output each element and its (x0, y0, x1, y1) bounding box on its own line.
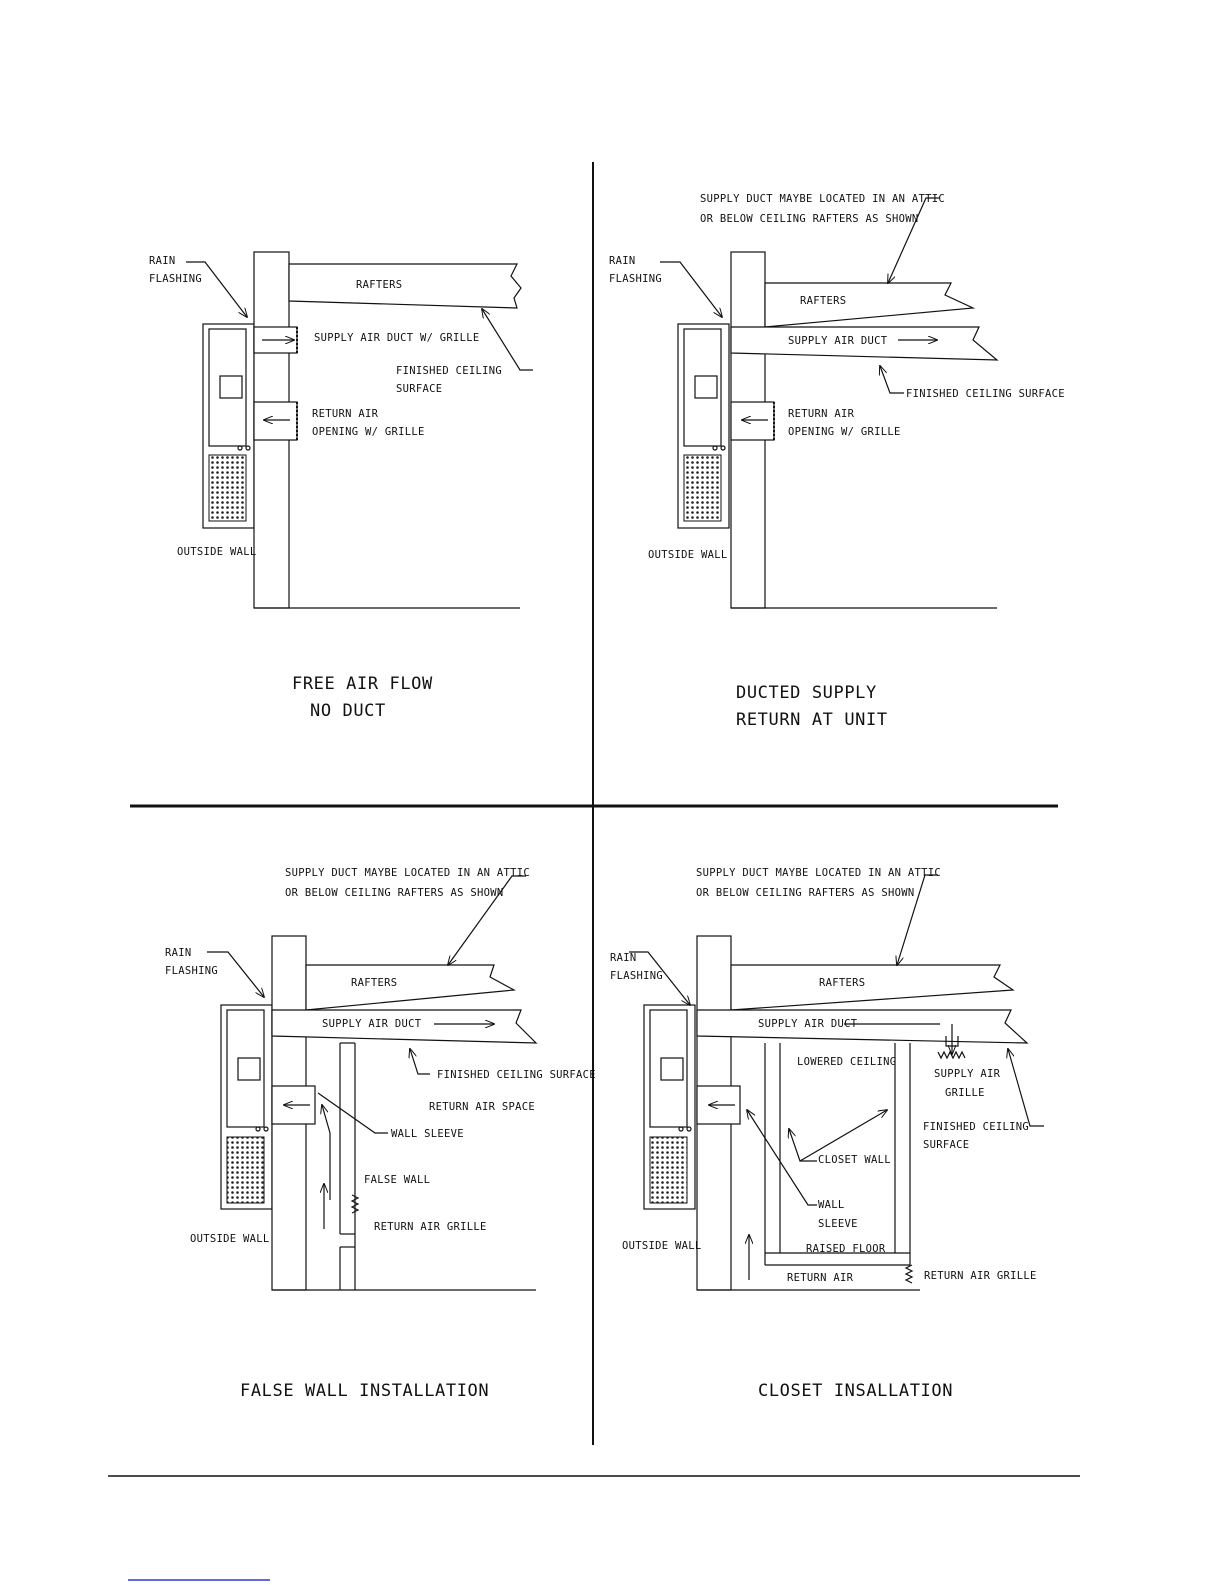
panel-title: CLOSET INSALLATION (758, 1381, 953, 1401)
rafters (288, 263, 522, 309)
rafters (764, 282, 976, 328)
rafters (730, 964, 1015, 1011)
outside-wall-label: OUTSIDE WALL (177, 546, 256, 558)
supply-label: SUPPLY AIR DUCT (788, 335, 888, 347)
supply-label: SUPPLY AIR DUCT (322, 1018, 422, 1030)
raised-floor-label: RAISED FLOOR (806, 1243, 886, 1255)
supply-duct (730, 326, 999, 361)
finished-ceiling-label: FINISHED CEILING SURFACE (437, 1069, 596, 1081)
rafters-label: RAFTERS (819, 977, 865, 989)
return-grille-label: RETURN AIR GRILLE (924, 1270, 1037, 1282)
return-space-label: RETURN AIR SPACE (429, 1101, 535, 1113)
wall-unit (220, 1004, 273, 1210)
outside-wall-label: OUTSIDE WALL (622, 1240, 701, 1252)
supply-label: SUPPLY AIR DUCT (758, 1018, 858, 1030)
closet-wall-label: CLOSET WALL (818, 1154, 891, 1166)
lowered-ceiling-label: LOWERED CEILING (797, 1056, 896, 1068)
finished-ceiling-label: FINISHED CEILING SURFACE (906, 388, 1065, 400)
rafters-label: RAFTERS (351, 977, 397, 989)
outside-wall-label: OUTSIDE WALL (648, 549, 727, 561)
panel-title: FALSE WALL INSTALLATION (240, 1381, 489, 1401)
rafters (305, 964, 517, 1011)
outside-wall-label: OUTSIDE WALL (190, 1233, 269, 1245)
return-air-label: RETURN AIR (787, 1272, 854, 1284)
rafters-label: RAFTERS (356, 279, 402, 291)
return-grille-label: RETURN AIR GRILLE (374, 1221, 487, 1233)
false-wall (339, 1042, 360, 1290)
wall-unit (677, 323, 730, 529)
supply-duct (696, 1009, 1029, 1044)
closet (764, 1043, 914, 1284)
rafters-label: RAFTERS (800, 295, 846, 307)
wall-unit (202, 323, 255, 529)
supply-duct (271, 1009, 538, 1044)
wall-sleeve-label: WALL SLEEVE (391, 1128, 464, 1140)
wall-unit (643, 1004, 696, 1210)
false-wall-label: FALSE WALL (364, 1174, 430, 1186)
supply-label: SUPPLY AIR DUCT W/ GRILLE (314, 332, 480, 344)
